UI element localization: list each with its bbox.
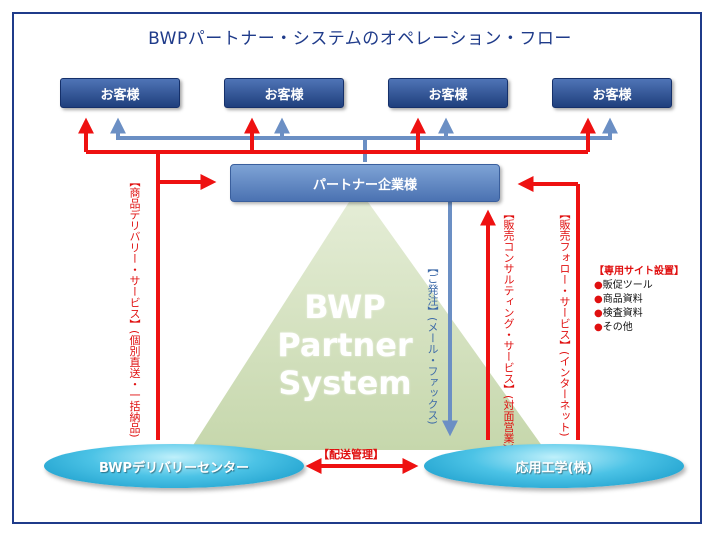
logistics-label: 【配送管理】 bbox=[318, 448, 384, 461]
site-note-text: 商品資料 bbox=[602, 294, 643, 305]
site-note: 【専用サイト設置】 ●販促ツール ●商品資料 ●検査資料 ●その他 bbox=[594, 265, 684, 335]
delivery-arrows bbox=[156, 152, 217, 440]
pyramid-shape bbox=[190, 188, 545, 450]
consulting-label: 【販売コンサルティング・サービス】(対面営業) bbox=[502, 208, 515, 448]
customer-label: お客様 bbox=[264, 87, 304, 103]
pyramid-line-3: System bbox=[278, 364, 412, 402]
follow-label: 【販売フォロー・サービス】(インターネット) bbox=[558, 208, 571, 437]
site-note-text: 販促ツール bbox=[602, 280, 653, 291]
site-note-text: その他 bbox=[602, 322, 633, 333]
bullet-icon: ● bbox=[594, 280, 603, 291]
company-label: 応用工学(株) bbox=[515, 460, 593, 476]
delivery-center-label: BWPデリバリーセンター bbox=[98, 460, 250, 476]
follow-detail: (インターネット) bbox=[558, 351, 571, 437]
delivery-service-title: 【商品デリバリー・サービス】 bbox=[128, 176, 141, 330]
customer-box-3: お客様 bbox=[388, 78, 508, 108]
delivery-service-detail: (個別直送・一括納品) bbox=[128, 330, 141, 438]
customer-box-1: お客様 bbox=[60, 78, 180, 108]
blue-customer-lines bbox=[110, 117, 618, 162]
red-customer-lines bbox=[78, 117, 596, 154]
page-title: BWPパートナー・システムのオペレーション・フロー bbox=[148, 29, 572, 49]
delivery-service-label: 【商品デリバリー・サービス】(個別直送・一括納品) bbox=[128, 176, 141, 438]
company-node: 応用工学(株) bbox=[424, 444, 684, 488]
order-title: 【ご発注】 bbox=[426, 262, 439, 317]
bullet-icon: ● bbox=[594, 322, 603, 333]
bullet-icon: ● bbox=[594, 308, 603, 319]
customer-box-4: お客様 bbox=[552, 78, 672, 108]
pyramid-title: BWP Partner System bbox=[240, 288, 450, 402]
site-note-item: ●その他 bbox=[594, 321, 684, 335]
pyramid-line-1: BWP bbox=[304, 288, 386, 326]
order-detail: (メール・ファックス) bbox=[426, 317, 439, 425]
bullet-icon: ● bbox=[594, 294, 603, 305]
follow-arrow bbox=[517, 176, 580, 440]
site-note-text: 検査資料 bbox=[602, 308, 643, 319]
site-note-item: ●商品資料 bbox=[594, 293, 684, 307]
customer-label: お客様 bbox=[592, 87, 632, 103]
partner-company-box: パートナー企業様 bbox=[230, 164, 500, 202]
consulting-title: 【販売コンサルティング・サービス】 bbox=[502, 208, 515, 395]
site-note-item: ●販促ツール bbox=[594, 279, 684, 293]
customer-label: お客様 bbox=[100, 87, 140, 103]
customer-box-2: お客様 bbox=[224, 78, 344, 108]
consulting-detail: (対面営業) bbox=[502, 395, 515, 448]
customer-label: お客様 bbox=[428, 87, 468, 103]
delivery-center-node: BWPデリバリーセンター bbox=[44, 444, 304, 488]
site-note-heading: 【専用サイト設置】 bbox=[594, 266, 684, 277]
site-note-item: ●検査資料 bbox=[594, 307, 684, 321]
follow-title: 【販売フォロー・サービス】 bbox=[558, 208, 571, 351]
partner-label: パートナー企業様 bbox=[312, 177, 417, 193]
order-label: 【ご発注】(メール・ファックス) bbox=[426, 262, 439, 425]
pyramid-line-2: Partner bbox=[277, 326, 413, 364]
